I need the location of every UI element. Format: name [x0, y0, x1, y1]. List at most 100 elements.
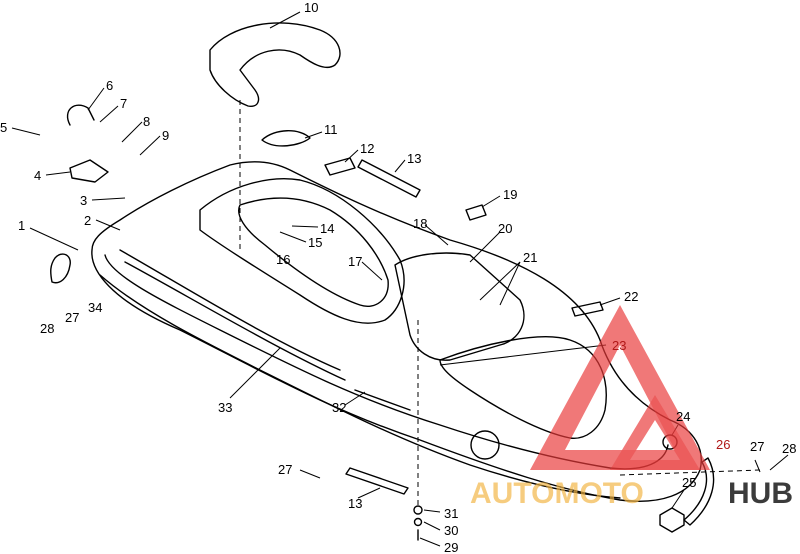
callout-22: 22 — [624, 289, 638, 304]
leader-20 — [469, 231, 501, 263]
part-31-washer — [413, 505, 423, 515]
leader-27c — [299, 469, 321, 479]
part-13-strip-top — [357, 159, 421, 198]
part-33-stripe-b — [124, 261, 346, 381]
callout-34: 34 — [88, 300, 102, 315]
callout-2: 2 — [84, 213, 91, 228]
leader-14 — [291, 225, 319, 228]
callout-10: 10 — [304, 0, 318, 15]
seat-inner — [238, 197, 389, 307]
callout-4: 4 — [34, 168, 41, 183]
part-13-strip-bottom — [345, 467, 409, 495]
leader-18 — [424, 224, 449, 246]
callout-17: 17 — [348, 254, 362, 269]
leader-25 — [671, 489, 685, 509]
callout-27b: 27 — [750, 439, 764, 454]
callout-33: 33 — [218, 400, 232, 415]
callout-12: 12 — [360, 141, 374, 156]
part-10-handle — [209, 22, 341, 107]
part-11-pad — [261, 130, 311, 147]
part-30-washer — [413, 517, 423, 527]
leader-2 — [95, 219, 121, 231]
callout-6: 6 — [106, 78, 113, 93]
leader-9 — [139, 135, 161, 156]
leader-13a — [394, 159, 406, 173]
leader-12 — [344, 149, 359, 163]
watermark-text-left: AUTOMOTO — [470, 477, 644, 510]
leader-10 — [269, 11, 301, 29]
part-34-cover — [50, 253, 71, 284]
part-22-strip — [571, 301, 604, 317]
callout-26: 26 — [716, 437, 730, 452]
part-12-strip — [324, 157, 356, 176]
leader-29 — [419, 537, 441, 547]
watermark-logo: AUTOMOTO HUB — [470, 305, 793, 510]
leader-15 — [279, 231, 307, 243]
callout-8: 8 — [143, 114, 150, 129]
leader-3 — [91, 197, 126, 201]
part-26-rail — [683, 457, 715, 526]
leader-8 — [121, 121, 143, 143]
part-6-hook — [66, 104, 95, 126]
callout-27c: 27 — [278, 462, 292, 477]
callout-9: 9 — [162, 128, 169, 143]
bow-well — [439, 336, 607, 439]
leader-30 — [423, 521, 441, 531]
callout-28a: 28 — [40, 321, 54, 336]
callout-7: 7 — [120, 96, 127, 111]
leader-22 — [599, 297, 621, 306]
leader-4 — [45, 171, 71, 176]
leader-21b — [479, 261, 521, 301]
bow-plug — [470, 430, 500, 460]
leader-31 — [423, 509, 441, 513]
watermark-triangle-inner-icon — [610, 395, 700, 470]
callout-13a: 13 — [407, 151, 421, 166]
leader-13b — [357, 487, 381, 499]
callout-29: 29 — [444, 540, 458, 554]
callout-1: 1 — [18, 218, 25, 233]
leader-5 — [11, 127, 41, 136]
seat — [199, 178, 405, 324]
callout-19: 19 — [503, 187, 517, 202]
console — [394, 252, 525, 361]
callout-31: 31 — [444, 506, 458, 521]
leader-1 — [29, 227, 79, 251]
leader-23 — [439, 344, 607, 366]
callout-11: 11 — [324, 122, 338, 137]
callout-14: 14 — [320, 221, 334, 236]
lower-rim — [99, 274, 621, 499]
leader-32 — [344, 391, 366, 406]
part-19-bracket — [465, 204, 487, 221]
callout-32: 32 — [332, 400, 346, 415]
callout-13b: 13 — [348, 496, 362, 511]
callout-5: 5 — [0, 120, 7, 135]
callout-28b: 28 — [782, 441, 796, 456]
callout-3: 3 — [80, 193, 87, 208]
leader-7 — [99, 105, 119, 123]
leader-17 — [361, 261, 383, 281]
part-32-stripe — [354, 389, 411, 411]
callout-20: 20 — [498, 221, 512, 236]
callout-23: 23 — [612, 338, 626, 353]
part-33-stripe — [119, 249, 341, 371]
part-4-bracket — [69, 159, 109, 183]
callout-15: 15 — [308, 235, 322, 250]
callout-18: 18 — [413, 216, 427, 231]
watermark-text-right: HUB — [728, 477, 793, 510]
callout-21: 21 — [523, 250, 537, 265]
callout-30: 30 — [444, 523, 458, 538]
callout-25: 25 — [682, 475, 696, 490]
leader-33 — [229, 347, 281, 399]
leader-11 — [304, 131, 323, 139]
part-25-cap — [659, 507, 685, 533]
leader-28b — [769, 454, 789, 471]
leader-19 — [481, 195, 501, 208]
leader-21a — [499, 261, 521, 306]
leader-6 — [87, 87, 105, 111]
callout-27a: 27 — [65, 310, 79, 325]
callout-24: 24 — [676, 409, 690, 424]
callout-16: 16 — [276, 252, 290, 267]
